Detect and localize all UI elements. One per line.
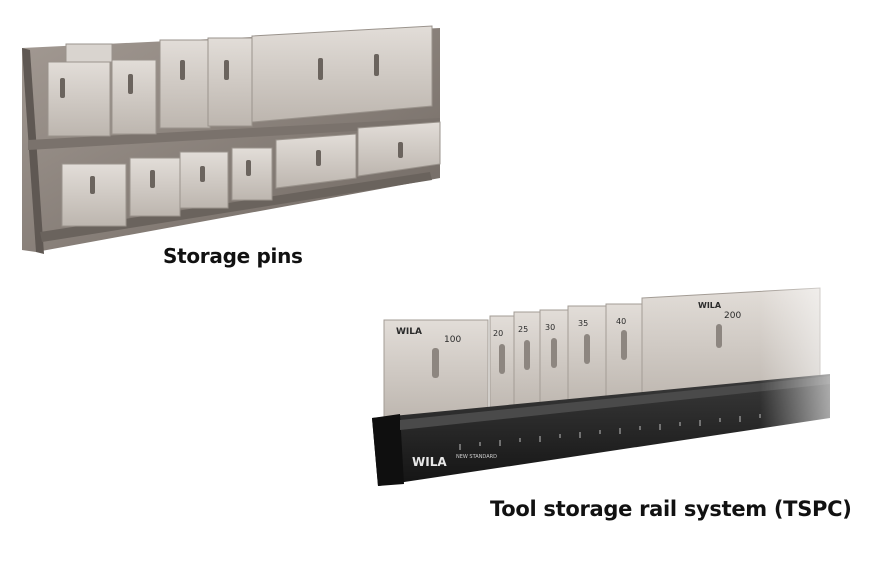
storage-pins-rack — [22, 25, 441, 254]
tool-label-200: 200 — [724, 311, 741, 321]
caption-storage-pins: Storage pins — [163, 244, 303, 268]
tool-label-20: 20 — [493, 329, 503, 338]
tool-label-40: 40 — [616, 317, 626, 326]
brand-logo-large-tool: WILA — [698, 301, 722, 310]
tool-label-30: 30 — [545, 323, 555, 332]
brand-logo-main-tool: WILA — [396, 327, 422, 337]
upper-tool-row — [47, 25, 433, 137]
tool-label-25: 25 — [518, 325, 528, 334]
tool-labels: WILA 100 20 25 30 35 40 WILA 200 — [396, 301, 741, 345]
rail-print-text: NEW STANDARD — [456, 454, 497, 460]
tool-label-35: 35 — [578, 319, 588, 328]
caption-rail-system: Tool storage rail system (TSPC) — [490, 497, 852, 521]
tspc-rail-system: WILA 100 20 25 30 35 40 WILA 200 WILA NE… — [372, 280, 880, 500]
tool-label-100: 100 — [444, 335, 461, 345]
lower-tool-row — [61, 121, 441, 227]
rail-brand-logo: WILA — [412, 455, 447, 469]
